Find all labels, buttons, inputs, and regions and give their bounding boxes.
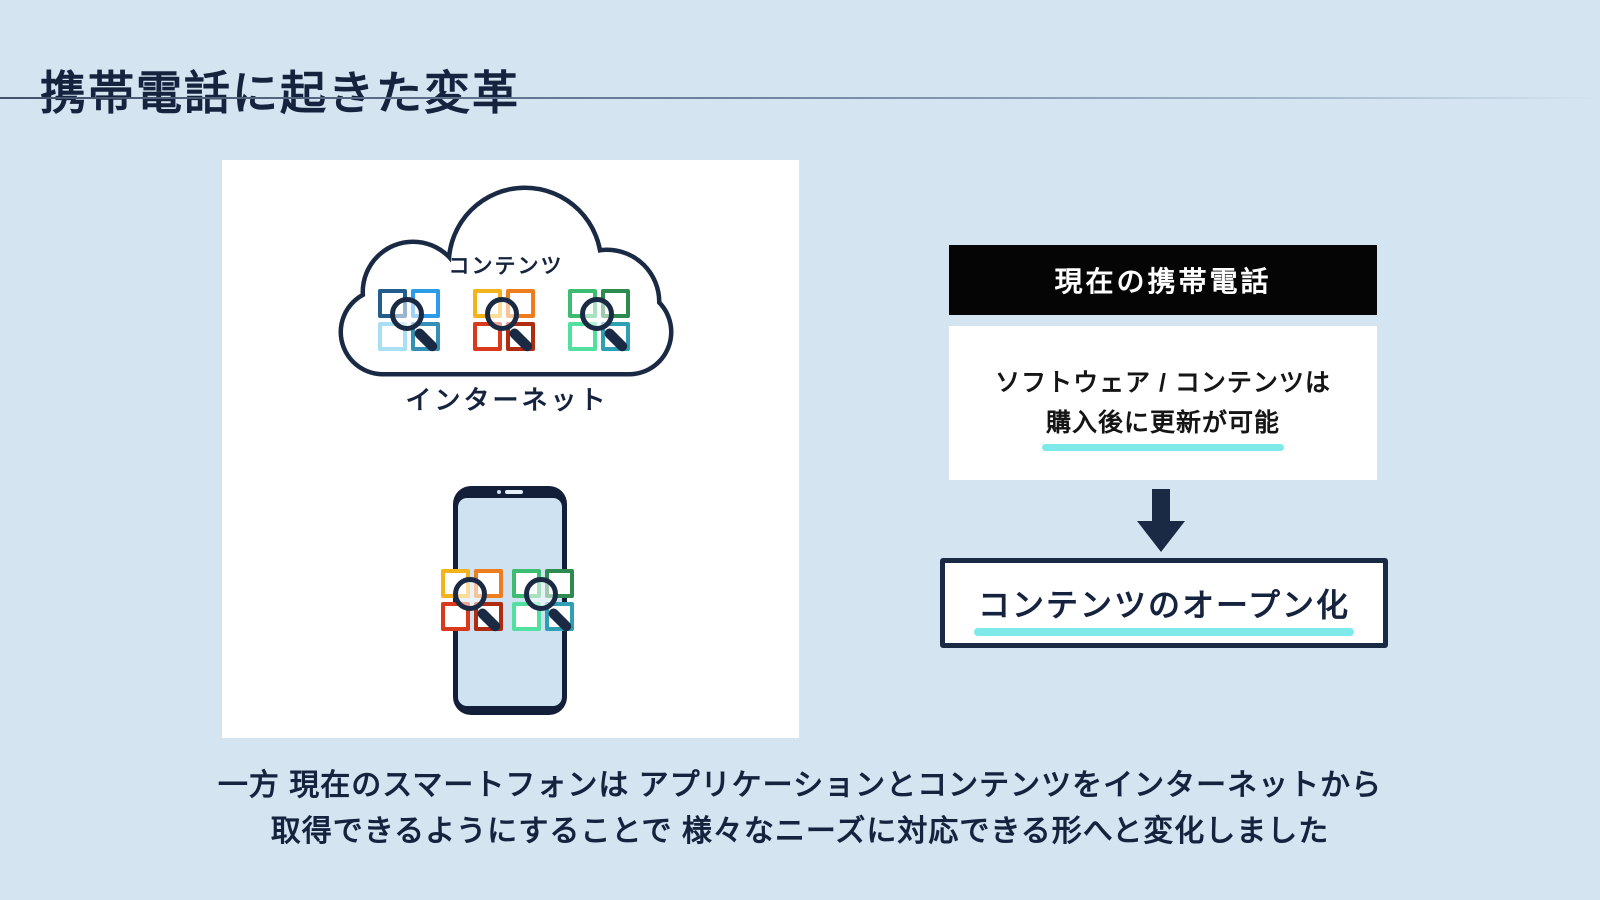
app-square [601, 322, 630, 351]
result-box: コンテンツのオープン化 [940, 558, 1388, 648]
app-square [506, 322, 535, 351]
speaker-grille [505, 490, 523, 494]
app-square [545, 569, 574, 598]
app-square [441, 569, 470, 598]
app-square [506, 289, 535, 318]
app-grid-icon [441, 569, 503, 634]
app-square [601, 289, 630, 318]
caption: 一方 現在のスマートフォンは アプリケーションとコンテンツをインターネットから … [0, 763, 1600, 855]
app-grid-icon [378, 289, 440, 354]
current-phone-header: 現在の携帯電話 [949, 245, 1377, 315]
info-line-1: ソフトウェア / コンテンツは [995, 369, 1331, 397]
app-square [411, 289, 440, 318]
info-line-2: 購入後に更新が可能 [1041, 403, 1285, 451]
app-square [378, 322, 407, 351]
app-square [411, 322, 440, 351]
title-divider [0, 97, 1600, 99]
app-square [473, 289, 502, 318]
app-square [441, 602, 470, 631]
cloud-content-label: コンテンツ [448, 255, 564, 278]
app-square [568, 322, 597, 351]
illustration-panel: コンテンツ インターネット [222, 160, 799, 738]
software-content-box: ソフトウェア / コンテンツは 購入後に更新が可能 [949, 326, 1377, 480]
current-phone-header-label: 現在の携帯電話 [1054, 266, 1272, 297]
down-arrow-icon [1137, 489, 1185, 553]
app-square [512, 602, 541, 631]
caption-line-1: 一方 現在のスマートフォンは アプリケーションとコンテンツをインターネットから [217, 769, 1383, 802]
internet-label: インターネット [405, 385, 609, 415]
app-square [473, 322, 502, 351]
app-square [378, 289, 407, 318]
app-grid-icon [512, 569, 574, 634]
app-square [545, 602, 574, 631]
app-grid-icon [568, 289, 630, 354]
page-title: 携帯電話に起きた変革 [40, 66, 520, 119]
app-grid-icon [473, 289, 535, 354]
caption-line-2: 取得できるようにすることで 様々なニーズに対応できる形へと変化しました [270, 815, 1330, 848]
app-square [474, 602, 503, 631]
camera-dot [497, 490, 501, 494]
app-square [568, 289, 597, 318]
result-label: コンテンツのオープン化 [973, 580, 1355, 636]
app-square [512, 569, 541, 598]
app-square [474, 569, 503, 598]
